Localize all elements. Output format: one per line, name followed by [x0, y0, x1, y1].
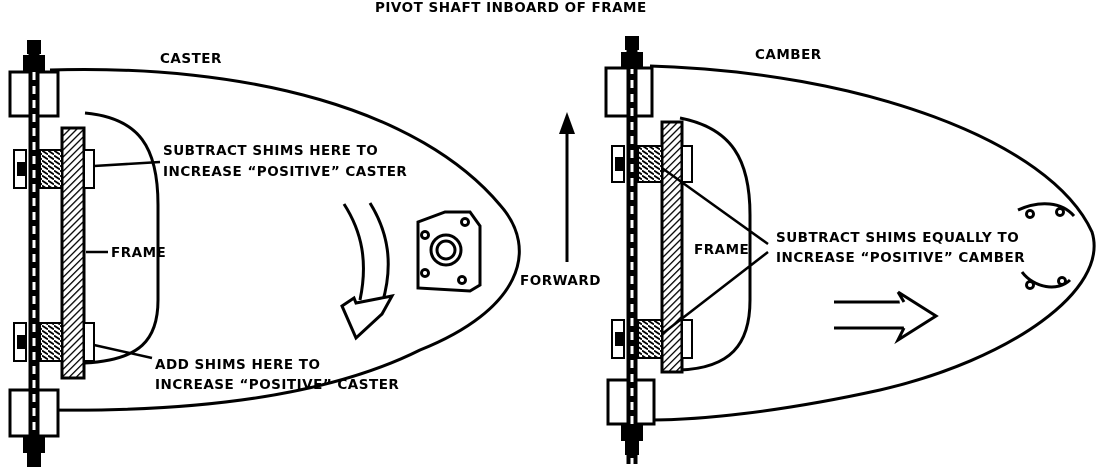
caster-frame-label: FRAME	[111, 245, 167, 261]
camber-pivot-shaft	[621, 36, 643, 464]
camber-lower-shim-pack	[611, 319, 693, 359]
diagram-title: PIVOT SHAFT INBOARD OF FRAME	[375, 0, 647, 16]
caster-arm-outline	[49, 68, 521, 412]
camber-arm-inner-cutout	[679, 116, 752, 372]
camber-note-line1: SUBTRACT SHIMS EQUALLY TO	[776, 230, 1020, 246]
caster-top-nut	[23, 55, 45, 72]
caster-lower-shim-pack	[13, 322, 95, 362]
camber-note-line2: INCREASE “POSITIVE” CAMBER	[776, 250, 1026, 266]
caster-rotation-arrow	[340, 202, 395, 341]
caster-pivot-shaft	[23, 40, 45, 467]
camber-top-nut	[621, 52, 643, 69]
camber-frame-rail	[660, 120, 684, 374]
caster-subtract-note-line2: INCREASE “POSITIVE” CASTER	[163, 164, 408, 180]
caster-ball-joint-plate	[416, 210, 482, 293]
caster-frame-rail	[60, 126, 86, 380]
camber-frame-label: FRAME	[694, 242, 750, 258]
caster-leader-lines	[86, 160, 161, 360]
forward-label: FORWARD	[520, 273, 601, 289]
camber-heading: CAMBER	[755, 47, 822, 63]
camber-ball-joint-plate	[1017, 202, 1076, 290]
camber-upper-shim-pack	[611, 145, 693, 183]
caster-upper-shim-pack	[13, 149, 95, 189]
caster-heading: CASTER	[160, 51, 222, 67]
camber-arm-outline	[649, 64, 1096, 422]
forward-arrow	[559, 112, 575, 262]
camber-bottom-nut	[621, 424, 643, 441]
camber-direction-arrow	[834, 290, 939, 345]
caster-subtract-note-line1: SUBTRACT SHIMS HERE TO	[163, 143, 379, 159]
caster-bottom-nut	[23, 436, 45, 453]
caster-add-note-line2: INCREASE “POSITIVE” CASTER	[155, 377, 400, 393]
caster-arm-inner-cutout	[84, 111, 160, 365]
caster-add-note-line1: ADD SHIMS HERE TO	[155, 357, 321, 373]
camber-leader-lines	[661, 166, 769, 335]
